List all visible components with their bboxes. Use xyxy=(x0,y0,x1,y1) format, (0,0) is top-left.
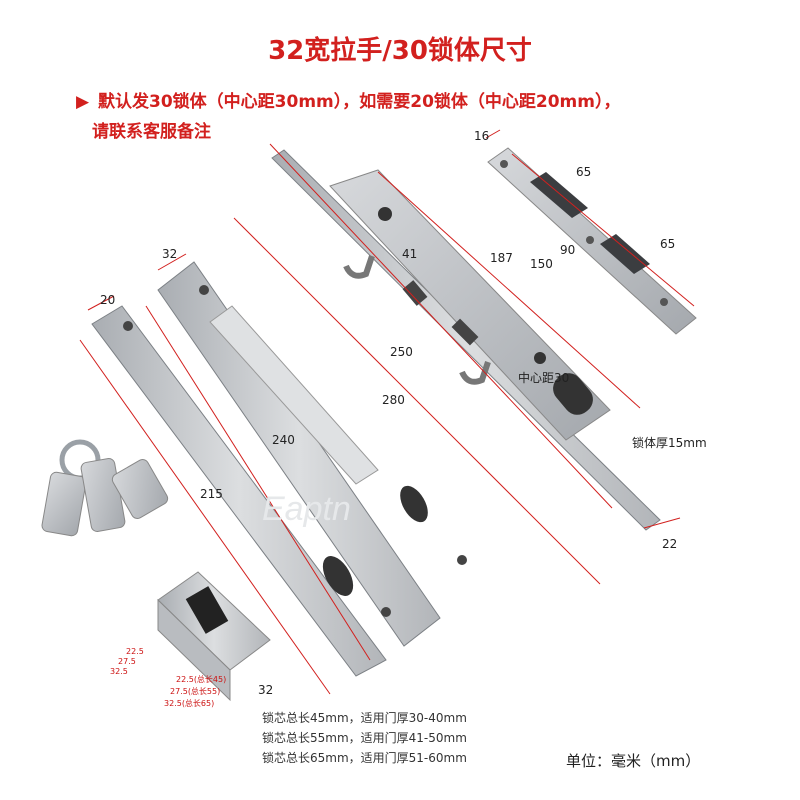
mortise-lock-body xyxy=(271,149,661,531)
dim-strike-d: 150 xyxy=(530,257,553,271)
lock-cylinder xyxy=(157,571,271,702)
handle-plate xyxy=(157,261,467,647)
dim-handle-240: 240 xyxy=(272,433,295,447)
dim-lock-22: 22 xyxy=(662,537,677,551)
dimension-lines xyxy=(79,129,695,695)
dim-strike-width: 16 xyxy=(474,129,489,143)
dim-cyl-32: 32 xyxy=(258,683,273,697)
spec-line-3: 锁芯总长65mm，适用门厚51-60mm xyxy=(262,751,467,765)
dim-plate-215: 215 xyxy=(200,487,223,501)
dim-lock-280: 280 xyxy=(382,393,405,407)
dim-cyl-left-3: 32.5 xyxy=(110,667,128,676)
note-line-1: 默认发30锁体（中心距30mm），如需要20锁体（中心距20mm）， xyxy=(98,92,621,112)
dim-cyl-left-2: 27.5 xyxy=(118,657,136,666)
dim-cyl-right-3: 32.5(总长65) xyxy=(164,698,214,708)
dim-handle-32: 32 xyxy=(162,247,177,261)
dim-lock-250: 250 xyxy=(390,345,413,359)
dim-plate-20: 20 xyxy=(100,293,115,307)
dim-strike-a: 65 xyxy=(576,165,591,179)
unit-label: 单位：毫米（mm） xyxy=(566,752,701,770)
dim-center: 中心距30 xyxy=(518,370,569,385)
note-line-2: 请联系客服备注 xyxy=(92,122,211,142)
back-plate xyxy=(91,305,391,677)
dim-cyl-left-1: 22.5 xyxy=(126,647,144,656)
dim-strike-c: 90 xyxy=(560,243,575,257)
dim-lock-41: 41 xyxy=(402,247,417,261)
watermark: Eaptn xyxy=(262,490,351,528)
lock-thickness-label: 锁体厚15mm xyxy=(632,436,707,450)
note-arrow-icon: ▶ xyxy=(76,92,90,112)
page-title: 32宽拉手/30锁体尺寸 xyxy=(268,36,532,66)
dim-lock-187: 187 xyxy=(490,251,513,265)
keys xyxy=(41,439,169,537)
strike-plate xyxy=(487,147,697,335)
dim-cyl-right-1: 22.5(总长45) xyxy=(176,674,226,684)
spec-line-1: 锁芯总长45mm，适用门厚30-40mm xyxy=(262,711,467,725)
dim-strike-b: 65 xyxy=(660,237,675,251)
dim-cyl-right-2: 27.5(总长55) xyxy=(170,686,220,696)
spec-line-2: 锁芯总长55mm，适用门厚41-50mm xyxy=(262,731,467,745)
cylinder-specs: 锁芯总长45mm，适用门厚30-40mm 锁芯总长55mm，适用门厚41-50m… xyxy=(262,708,467,768)
